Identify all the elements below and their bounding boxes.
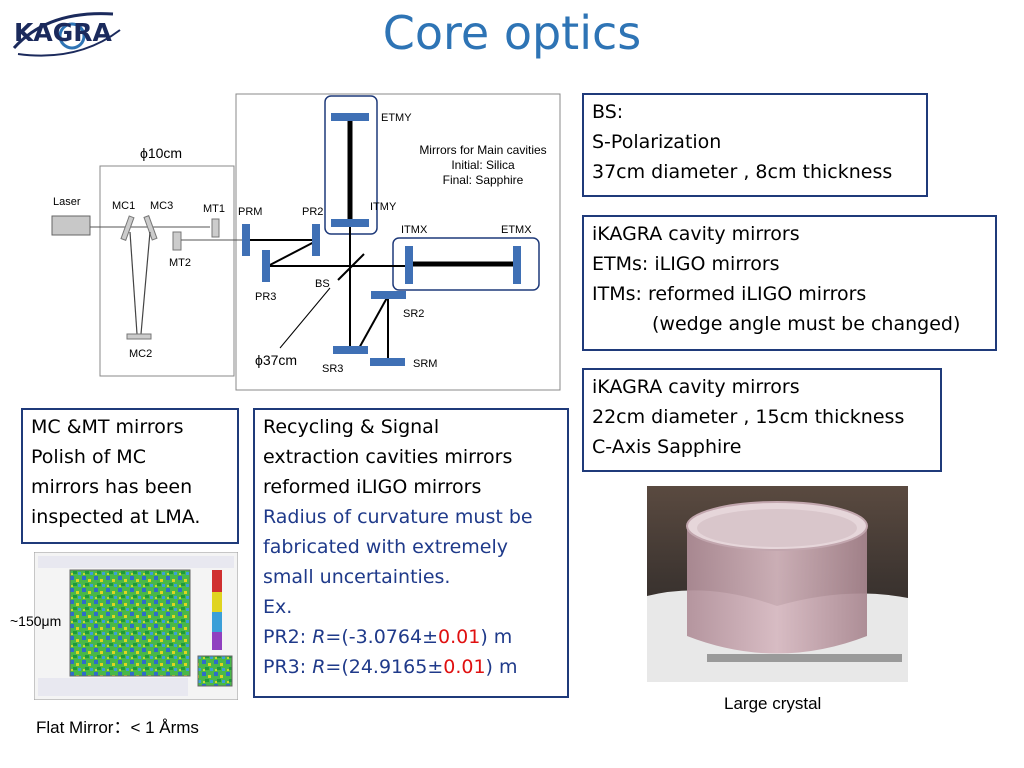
pr3-unit: ) m	[485, 656, 518, 678]
mt2-mirror	[172, 231, 182, 251]
crystal-line-1: iKAGRA cavity mirrors	[592, 376, 800, 398]
input-optics-frame	[99, 165, 235, 377]
x-arm-highlight	[392, 237, 540, 291]
mc1-label: MC1	[112, 200, 136, 212]
main-optics-frame	[235, 93, 561, 391]
surface-map-scale: ~150μm	[10, 613, 62, 629]
pr2-uncertainty: 0.01	[438, 626, 481, 648]
mc2-mirror	[126, 333, 152, 340]
ikagra-line-4: (wedge angle must be changed)	[652, 313, 961, 335]
prm-label: PRM	[238, 206, 263, 218]
rec-line-6: small uncertainties.	[263, 566, 451, 588]
itmx-label: ITMX	[401, 224, 428, 236]
srm-label: SRM	[413, 358, 438, 370]
large-crystal-photo	[647, 486, 908, 682]
bs-info-box: BS: S-Polarization 37cm diameter , 8cm t…	[582, 93, 928, 197]
pr2-radius-value: =(-3.0764	[325, 626, 423, 648]
sr3-label: SR3	[322, 363, 344, 375]
kagra-logo	[12, 12, 121, 57]
note-line-2: Initial: Silica	[451, 158, 515, 172]
laser-label: Laser	[53, 196, 81, 208]
rec-line-2: extraction cavities mirrors	[263, 446, 513, 468]
logo-text: KAGRA	[14, 18, 112, 47]
surface-map-image	[34, 552, 238, 700]
mt1-mirror	[211, 218, 220, 238]
phi37-label: ϕ37cm	[255, 352, 298, 368]
recycling-info-box: Recycling & Signal extraction cavities m…	[253, 408, 569, 698]
crystal-info-box: iKAGRA cavity mirrors 22cm diameter , 15…	[582, 368, 942, 472]
prm-mirror	[242, 224, 250, 256]
ikagra-info-box: iKAGRA cavity mirrors ETMs: iLIGO mirror…	[582, 215, 997, 351]
etmy-mirror	[331, 113, 369, 121]
pr3-uncertainty: 0.01	[443, 656, 486, 678]
itmy-label: ITMY	[370, 201, 397, 213]
rec-line-5: fabricated with extremely	[263, 536, 509, 558]
crystal-line-2: 22cm diameter , 15cm thickness	[592, 406, 905, 428]
note-line-3: Final: Sapphire	[442, 173, 524, 187]
pr3-mirror	[262, 250, 270, 282]
flat-mirror-caption: Flat Mirror：< 1 Årms	[36, 718, 199, 737]
rec-line-7: Ex.	[263, 596, 293, 618]
phi10-label: ϕ10cm	[140, 145, 183, 161]
mc3-label: MC3	[150, 200, 174, 212]
mc1-mirror	[120, 215, 135, 241]
rec-line-1: Recycling & Signal	[263, 416, 440, 438]
pr2-label: PR2	[302, 206, 324, 218]
bs-line-3: 37cm diameter , 8cm thickness	[592, 161, 893, 183]
ikagra-line-2: ETMs: iLIGO mirrors	[592, 253, 780, 275]
mc-line-3: mirrors has been	[31, 476, 193, 498]
main-cavity-note: Mirrors for Main cavities Initial: Silic…	[408, 143, 558, 188]
etmx-mirror	[513, 246, 521, 284]
sr2-mirror	[371, 291, 406, 299]
bs-mirror	[337, 253, 365, 281]
laser-block	[51, 215, 91, 236]
bs-line-2: S-Polarization	[592, 131, 722, 153]
pr3-pm-symbol: ±	[427, 656, 444, 678]
sr3-mirror	[333, 346, 368, 354]
mt2-label: MT2	[169, 257, 191, 269]
sr2-label: SR2	[403, 308, 425, 320]
ikagra-line-3: ITMs: reformed iLIGO mirrors	[592, 283, 867, 305]
pr2-radius-label: PR2:	[263, 626, 313, 648]
itmx-mirror	[405, 246, 413, 284]
pr3-r-symbol: R	[312, 656, 326, 678]
mc-line-1: MC &MT mirrors	[31, 416, 184, 438]
pr3-radius-line: PR3: R=(24.9165±0.01) m	[263, 652, 559, 682]
rec-line-3: reformed iLIGO mirrors	[263, 476, 482, 498]
etmy-label: ETMY	[381, 112, 412, 124]
mc2-label: MC2	[129, 348, 153, 360]
large-crystal-caption: Large crystal	[724, 694, 822, 713]
crystal-line-3: C-Axis Sapphire	[592, 436, 742, 458]
mt1-label: MT1	[203, 203, 225, 215]
mc3-mirror	[143, 215, 158, 241]
page-title: Core optics	[382, 6, 642, 60]
pr2-pm-symbol: ±	[422, 626, 438, 648]
mc-mt-info-box: MC &MT mirrors Polish of MC mirrors has …	[21, 408, 239, 544]
pr2-r-symbol: R	[312, 626, 326, 648]
etmx-label: ETMX	[501, 224, 532, 236]
itmy-mirror	[331, 219, 369, 227]
pr2-mirror	[312, 224, 320, 256]
pr3-radius-label: PR3:	[263, 656, 313, 678]
pr2-unit: ) m	[480, 626, 513, 648]
ikagra-line-1: iKAGRA cavity mirrors	[592, 223, 800, 245]
note-line-1: Mirrors for Main cavities	[419, 143, 547, 157]
bs-label: BS	[315, 278, 330, 290]
mc-line-4: inspected at LMA.	[31, 506, 201, 528]
pr3-radius-value: =(24.9165	[325, 656, 428, 678]
pr2-radius-line: PR2: R=(-3.0764±0.01) m	[263, 622, 559, 652]
bs-line-1: BS:	[592, 101, 624, 123]
pr3-label: PR3	[255, 291, 277, 303]
rec-line-4: Radius of curvature must be	[263, 506, 533, 528]
mc-line-2: Polish of MC	[31, 446, 146, 468]
srm-mirror	[370, 358, 405, 366]
